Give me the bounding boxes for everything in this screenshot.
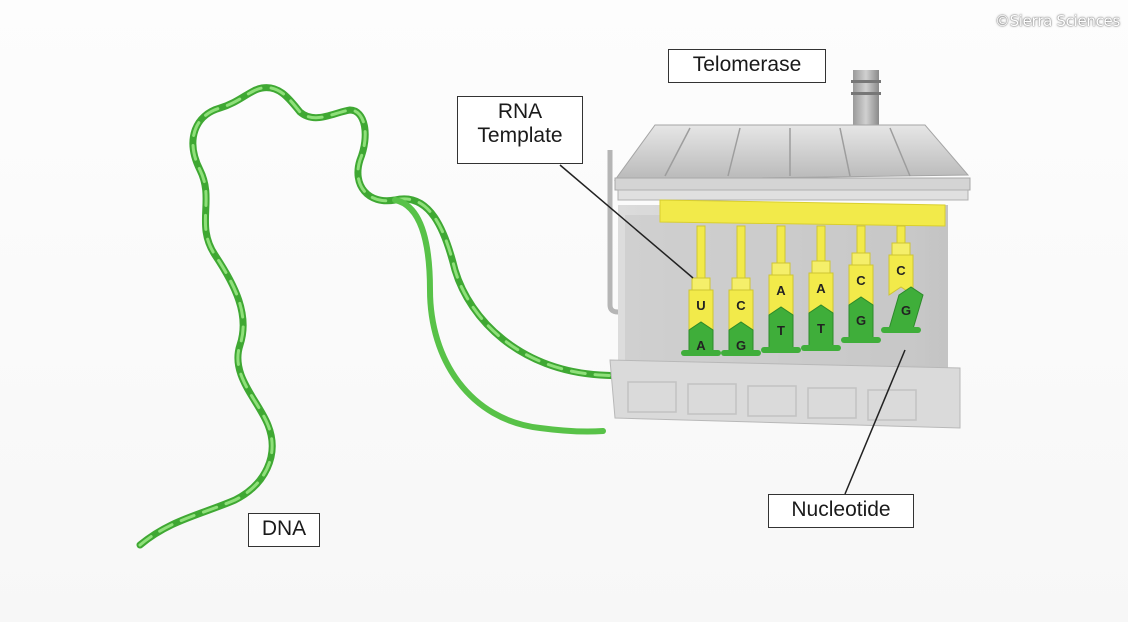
nucleotide-foot [681,350,721,356]
rna-template-leader [559,164,694,279]
template-rail [659,199,946,227]
nucleotide-label: Nucleotide [768,494,914,528]
template-cap [771,262,791,276]
dna-nucleotide-letter: G [736,338,746,353]
template-cap [851,252,871,266]
base-pair: AT [761,225,801,353]
rna-template-label-line1: RNA [497,100,543,123]
nucleotide-label-text: Nucleotide [791,498,891,521]
rna-template-base-letter: A [816,281,826,296]
dna-nucleotide-letter: T [777,323,785,338]
nucleotide-leader [844,349,906,495]
telomerase-label: Telomerase [668,49,826,83]
template-cap [731,277,751,291]
nucleotide-foot [801,345,841,351]
dna-label-text: DNA [261,517,307,540]
template-cap [691,277,711,291]
dna-nucleotide [728,321,754,353]
rna-template-base-letter: C [736,298,746,313]
machine-base [609,359,961,429]
nucleotide-foot [881,327,921,333]
rna-template-base-letter: A [776,283,786,298]
nucleotide-foot [841,337,881,343]
rna-template-base-letter: U [696,298,705,313]
template-cap [811,260,831,274]
telomerase-label-text: Telomerase [692,53,802,76]
base-pair: CG [721,225,761,356]
chimney [853,70,879,128]
dna-nucleotide-letter: G [901,303,911,318]
rna-template-label: RNA Template [457,96,583,164]
dna-double-helix-highlight [138,86,762,547]
nucleotide-foot [721,350,761,356]
dna-strand [136,84,764,549]
base-pair: CG [881,225,924,333]
base-pair: UA [681,225,721,356]
rna-template-base-letter: C [896,263,906,278]
leader-lines [559,164,906,495]
dna-nucleotide-letter: T [817,321,825,336]
template-cap [891,242,911,256]
rna-template-base-letter: C [856,273,866,288]
dna-nucleotide [688,321,714,353]
copyright-text: ©Sierra Sciences [994,12,1120,30]
dna-nucleotide-letter: A [696,338,706,353]
dna-single-strand [392,197,606,435]
dna-nucleotide [808,304,834,348]
base-pair: AT [801,225,841,351]
telomerase-machine [607,70,971,429]
dna-nucleotide [768,306,794,350]
dna-nucleotide [848,296,874,340]
base-pair: CG [841,225,881,343]
side-pipe [607,150,629,315]
dna-nucleotide [888,286,924,330]
dna-label: DNA [248,513,320,547]
nucleotide-foot [761,347,801,353]
rna-template-label-line2: Template [477,124,563,147]
dna-nucleotide-letter: G [856,313,866,328]
machine-roof [614,124,970,181]
